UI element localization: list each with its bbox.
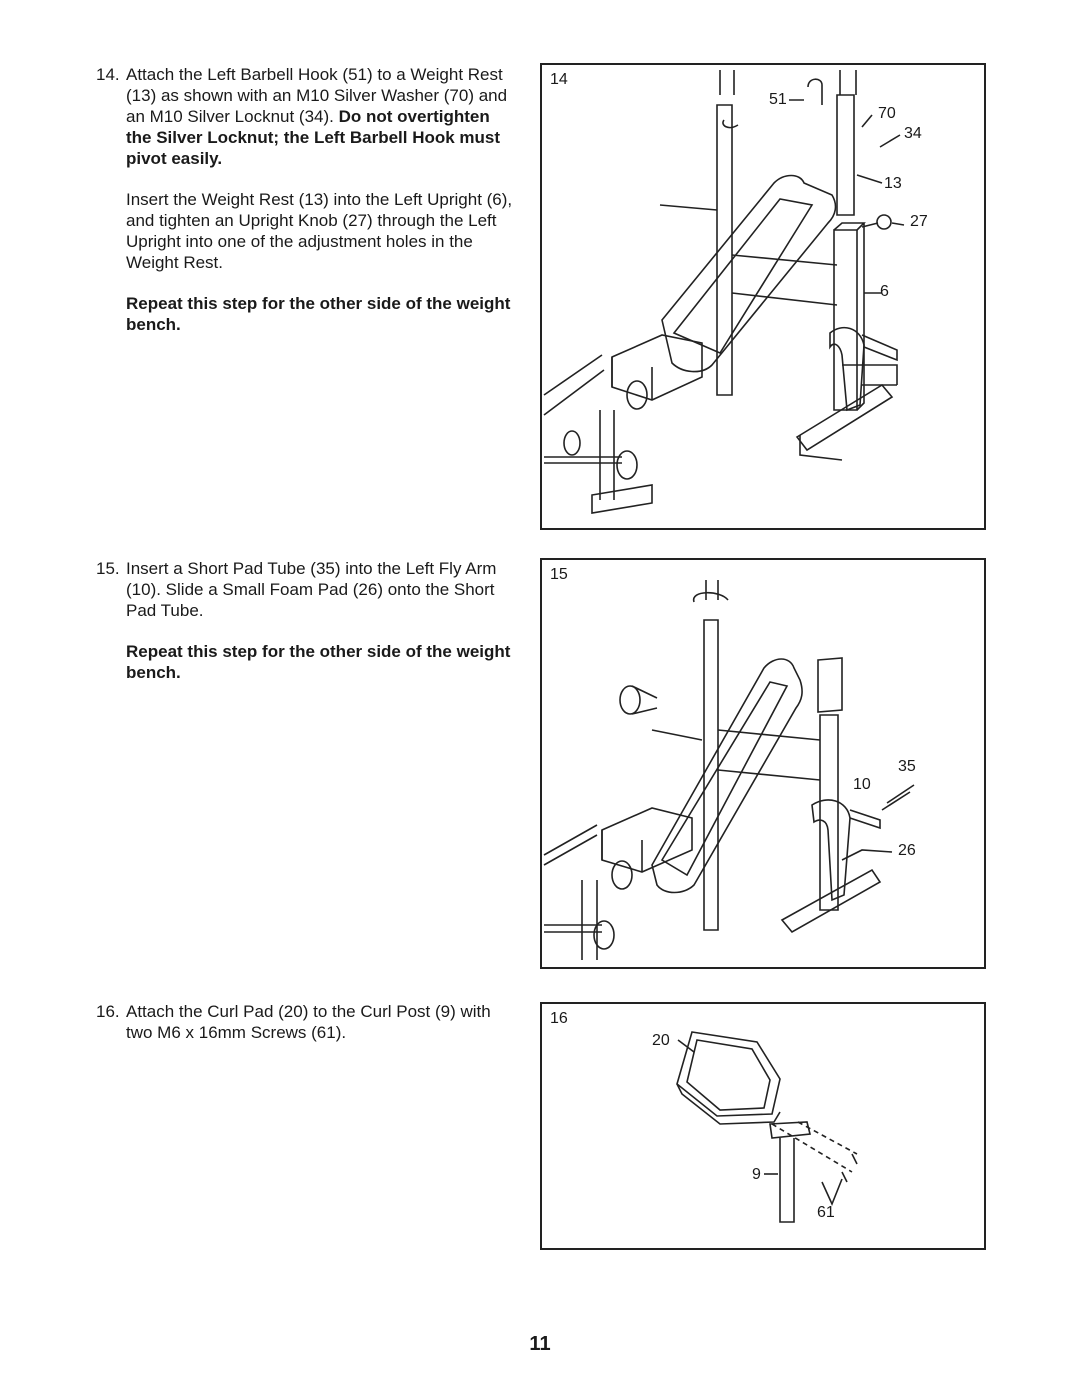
step-15: 15. Insert a Short Pad Tube (35) into th…	[96, 558, 516, 703]
part-label-13: 13	[884, 175, 902, 192]
weight-bench-drawing	[543, 580, 915, 960]
figure-number: 15	[550, 566, 568, 583]
step-16: 16. Attach the Curl Pad (20) to the Curl…	[96, 1001, 516, 1063]
repeat-note: Repeat this step for the other side of t…	[126, 642, 511, 682]
part-label-6: 6	[880, 283, 889, 300]
figure-number: 14	[550, 71, 568, 88]
part-label-70: 70	[878, 105, 896, 122]
step-number: 15.	[96, 559, 120, 578]
part-label-26: 26	[898, 842, 916, 859]
repeat-note: Repeat this step for the other side of t…	[126, 294, 511, 334]
step-instruction: Attach the Left Barbell Hook (51) to a W…	[126, 65, 508, 126]
step-warning: Do not overtighten the Silver Locknut; t…	[126, 107, 501, 168]
figure-14: 14 51	[540, 63, 986, 530]
figure-16: 16 20 9 61	[540, 1002, 986, 1250]
step-instruction: Insert a Short Pad Tube (35) into the Le…	[126, 559, 497, 620]
curl-pad-drawing	[676, 1031, 858, 1223]
part-label-35: 35	[898, 758, 916, 775]
step-number: 14.	[96, 65, 120, 84]
step-number: 16.	[96, 1002, 120, 1021]
part-label-10: 10	[853, 776, 871, 793]
part-label-51: 51	[769, 91, 787, 108]
step-14: 14. Attach the Left Barbell Hook (51) to…	[96, 64, 516, 355]
part-label-61: 61	[817, 1204, 835, 1221]
step-instruction-2: Insert the Weight Rest (13) into the Lef…	[126, 190, 513, 272]
part-label-20: 20	[652, 1032, 670, 1049]
part-label-34: 34	[904, 125, 922, 142]
step-instruction: Attach the Curl Pad (20) to the Curl Pos…	[126, 1002, 491, 1042]
page-number: 11	[529, 1333, 551, 1355]
part-label-9: 9	[752, 1166, 761, 1183]
figure-15: 15 35 10 26	[540, 558, 986, 969]
part-label-27: 27	[910, 213, 928, 230]
weight-bench-drawing	[543, 70, 905, 514]
figure-number: 16	[550, 1010, 568, 1027]
